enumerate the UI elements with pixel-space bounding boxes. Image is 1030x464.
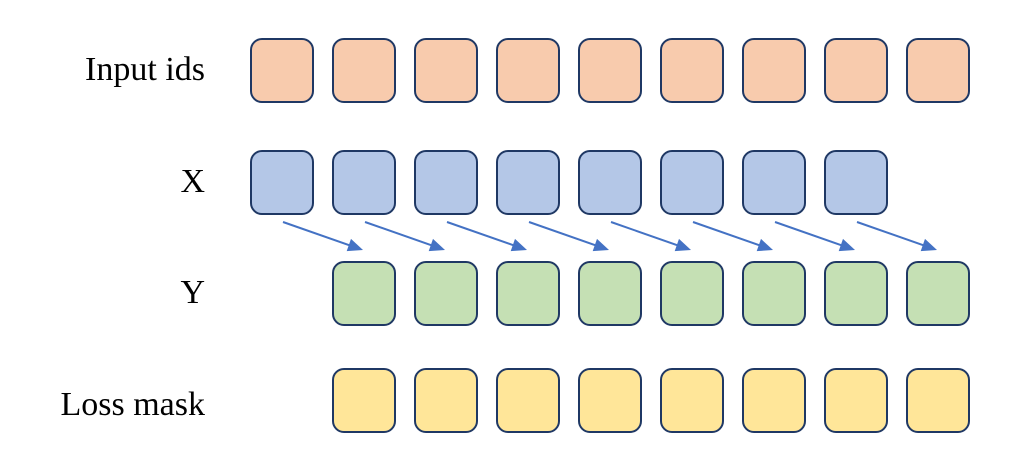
cell-x-8: [824, 150, 888, 215]
cell-input-ids-7: [742, 38, 806, 103]
cell-input-ids-2: [332, 38, 396, 103]
shift-arrow-6: [692, 221, 773, 252]
shift-arrow-8: [856, 221, 937, 252]
cell-y-1: [332, 261, 396, 326]
cell-y-2: [414, 261, 478, 326]
cell-loss-mask-7: [824, 368, 888, 433]
shift-arrow-3: [446, 221, 527, 252]
cell-x-5: [578, 150, 642, 215]
cell-loss-mask-6: [742, 368, 806, 433]
cell-loss-mask-5: [660, 368, 724, 433]
shift-arrow-5: [610, 221, 691, 252]
cell-loss-mask-1: [332, 368, 396, 433]
cell-loss-mask-2: [414, 368, 478, 433]
cell-input-ids-3: [414, 38, 478, 103]
cell-input-ids-9: [906, 38, 970, 103]
cell-loss-mask-3: [496, 368, 560, 433]
cell-x-1: [250, 150, 314, 215]
shift-arrow-2: [364, 221, 445, 252]
cell-input-ids-5: [578, 38, 642, 103]
shift-arrow-4: [528, 221, 609, 252]
cell-y-4: [578, 261, 642, 326]
row-label-y: Y: [180, 274, 205, 311]
cell-y-3: [496, 261, 560, 326]
cell-input-ids-1: [250, 38, 314, 103]
cell-y-7: [824, 261, 888, 326]
cell-y-6: [742, 261, 806, 326]
cell-x-7: [742, 150, 806, 215]
cell-x-3: [414, 150, 478, 215]
shift-arrow-7: [774, 221, 855, 252]
row-label-x: X: [180, 163, 205, 200]
cell-x-6: [660, 150, 724, 215]
cell-input-ids-4: [496, 38, 560, 103]
cell-y-8: [906, 261, 970, 326]
cell-input-ids-8: [824, 38, 888, 103]
cell-loss-mask-4: [578, 368, 642, 433]
cell-loss-mask-8: [906, 368, 970, 433]
cell-x-4: [496, 150, 560, 215]
row-label-input-ids: Input ids: [85, 51, 205, 88]
cell-y-5: [660, 261, 724, 326]
cell-x-2: [332, 150, 396, 215]
cell-input-ids-6: [660, 38, 724, 103]
row-label-loss-mask: Loss mask: [60, 386, 206, 423]
shift-arrow-1: [282, 221, 363, 252]
